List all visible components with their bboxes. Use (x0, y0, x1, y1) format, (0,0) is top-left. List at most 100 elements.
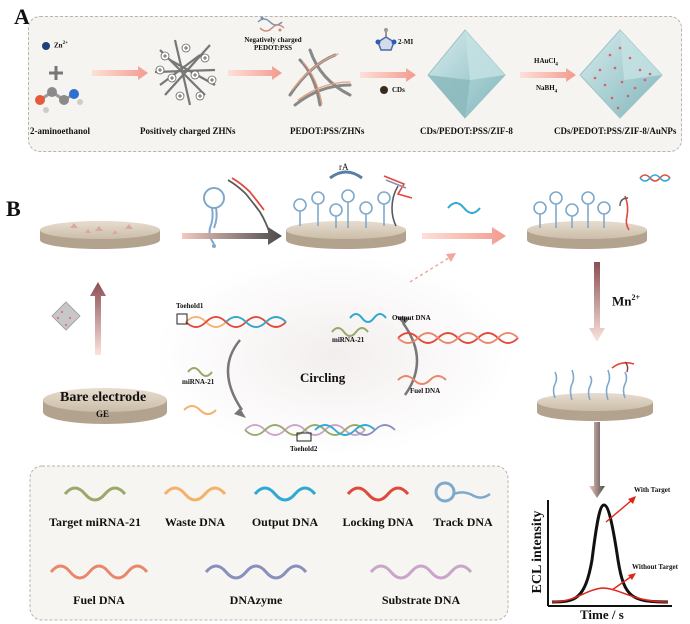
legend-swatch (346, 486, 410, 502)
legend-item: Output DNA (240, 478, 330, 530)
legend-label: Fuel DNA (73, 593, 125, 607)
mirna-right-strand (331, 327, 369, 337)
legend-swatch (434, 481, 491, 503)
legend-item: Waste DNA (150, 478, 240, 530)
legend-swatch (369, 564, 473, 580)
legend-frame (29, 465, 509, 621)
cds-label: CDs (392, 86, 405, 94)
hauc-label: HAuCl4 (534, 57, 558, 68)
electrode-middle-hairpins (293, 189, 391, 228)
aminoethanol-molecule-icon (35, 87, 83, 113)
electrode-right-hairpins (533, 191, 611, 228)
electrode-top-left (40, 221, 160, 249)
electrode-top-left-particles (70, 223, 133, 234)
mirna-left-strand (187, 367, 213, 377)
released-strand (624, 195, 630, 231)
dotted-arrow (409, 255, 453, 283)
legend-item: Fuel DNA (44, 556, 154, 608)
legend-item: Track DNA (420, 478, 506, 530)
zn-ion-dot (42, 42, 50, 50)
fuel-dna-strand (397, 375, 447, 385)
output-dna-squiggle (447, 202, 481, 214)
legend-item: Substrate DNA (356, 556, 486, 608)
track-hairpin-icon (203, 187, 225, 245)
legend-swatch (204, 564, 308, 580)
aminoethanol-label: 2-aminoethanol (30, 126, 91, 136)
zif-label: CDs/PEDOT:PSS/ZIF-8 (420, 126, 513, 136)
mi-label: 2-MI (398, 38, 414, 46)
ecl-with-target-curve (551, 503, 669, 604)
released-duplex-icon (639, 174, 671, 182)
waste-dna-strand (183, 405, 217, 415)
mirna-left-label: miRNA-21 (182, 378, 215, 386)
ecl-ylabel: ECL intensity (530, 510, 545, 594)
zif8-octahedron-icon (427, 29, 506, 119)
legend-item: Target miRNA-21 (40, 478, 150, 530)
ecl-xlabel: Time / s (580, 607, 624, 622)
legend-label: Track DNA (433, 515, 493, 529)
pss-tag-label: Negatively charged PEDOT:PSS (244, 36, 302, 52)
zhn-label: Positively charged ZHNs (140, 126, 236, 136)
cds-dot-icon (380, 86, 388, 94)
dnazyme-walker-icon (383, 175, 413, 227)
toehold2-label: Toehold2 (290, 445, 318, 453)
legend-swatch (163, 486, 227, 502)
bare-electrode-label: Bare electrode (60, 390, 147, 405)
zn-ion-label: Zn2+ (54, 41, 68, 50)
circle-arrow-right (401, 322, 419, 396)
ecl-chart (547, 496, 672, 607)
electrode-top-right (527, 221, 647, 249)
legend-label: DNAzyme (229, 593, 283, 607)
cleaved-strands (552, 369, 628, 401)
without-target-label: Without Target (632, 563, 678, 571)
aunps-octahedron-icon (579, 29, 663, 119)
legend-label: Waste DNA (164, 515, 226, 529)
pedot-pss-icon (257, 16, 285, 32)
arrow-bare-up (90, 282, 106, 355)
toehold2-box (296, 432, 312, 442)
legend-label: Output DNA (251, 515, 319, 529)
arrow-to-ecl (589, 422, 605, 498)
panel-b-letter: B (6, 196, 21, 221)
with-target-label: With Target (634, 486, 671, 494)
methylimidazole-icon (375, 28, 397, 51)
mirna-right-label: miRNA-21 (332, 336, 365, 344)
ecl-without-target-curve (551, 587, 669, 603)
legend-swatch (63, 486, 127, 502)
nanomaterial-icon (51, 301, 81, 331)
legend-swatch (253, 486, 317, 502)
electrode-top-middle (286, 221, 406, 249)
legend-label: Substrate DNA (381, 593, 461, 607)
legend-label: Locking DNA (342, 515, 414, 529)
nabh-label: NaBH4 (536, 84, 558, 95)
legend-item: Locking DNA (332, 478, 424, 530)
legend-item: DNAzyme (196, 556, 316, 608)
arrow-a4 (520, 68, 576, 82)
arrow-mn (589, 262, 605, 342)
ra-arc (329, 170, 363, 180)
ge-label: GE (96, 409, 110, 419)
locking-dna-icon (227, 177, 271, 235)
with-target-pointer (605, 499, 633, 523)
ra-label: rA (339, 162, 349, 172)
locking-fuel-duplex (397, 332, 519, 344)
arrow-b1 (182, 227, 282, 245)
aunp-dots (593, 46, 652, 110)
arrow-b2 (422, 227, 506, 245)
legend-label: Target miRNA-21 (49, 515, 141, 529)
arrow-a3 (360, 68, 416, 82)
legend-swatch (49, 564, 149, 580)
bare-electrode (43, 388, 167, 424)
arrow-a2 (228, 66, 282, 80)
circle-arrow-left (226, 339, 244, 411)
arrow-a1 (92, 66, 148, 80)
toehold2-duplex (244, 424, 396, 436)
pss-zhn-bundle-icon (288, 48, 352, 107)
without-target-pointer (611, 575, 633, 591)
output-dna-right (349, 313, 387, 323)
pss-zhn-label: PEDOT:PSS/ZHNs (290, 126, 365, 136)
final-label: CDs/PEDOT:PSS/ZIF-8/AuNPs (554, 126, 677, 136)
fuel-dna-label: Fuel DNA (410, 387, 441, 395)
toehold1-duplex (185, 316, 287, 328)
